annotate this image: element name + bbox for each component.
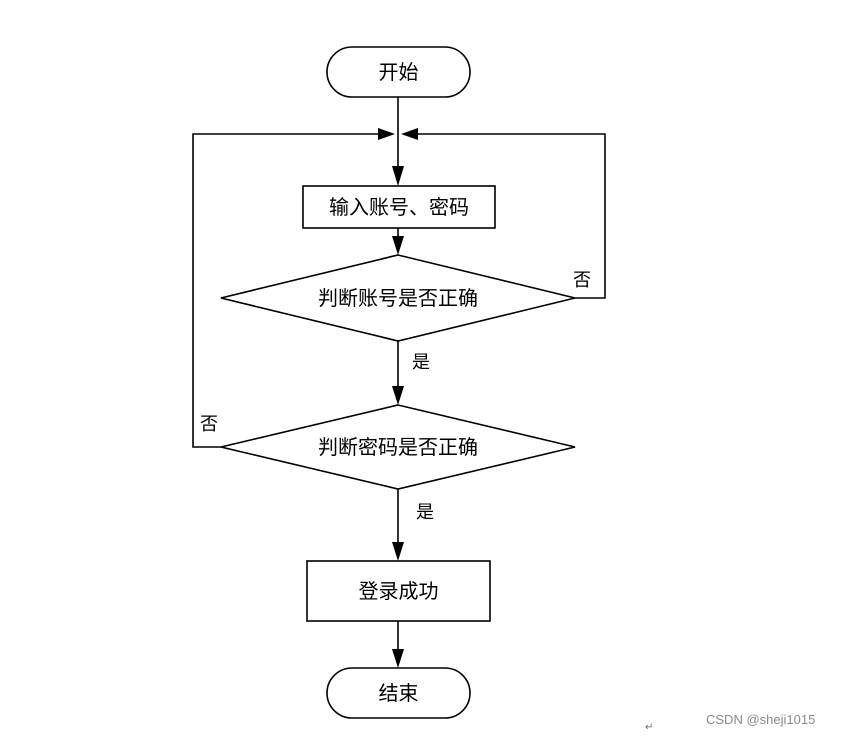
end-node: 结束	[326, 667, 471, 719]
check-password-label: 判断密码是否正确	[318, 435, 478, 459]
arrowhead-success	[392, 542, 404, 561]
check-account-label: 判断账号是否正确	[318, 286, 478, 310]
start-node: 开始	[326, 46, 471, 98]
edge-account-no-loop	[418, 133, 606, 299]
csdn-watermark: CSDN @sheji1015	[706, 712, 816, 727]
paragraph-return-mark: ↵	[645, 722, 654, 733]
arrowhead-left-loop-merge	[378, 128, 395, 140]
check-password-node: 判断密码是否正确	[220, 404, 576, 490]
password-no-label: 否	[200, 414, 218, 435]
account-yes-label: 是	[412, 352, 430, 373]
check-account-node: 判断账号是否正确	[220, 254, 576, 342]
start-label: 开始	[379, 60, 419, 84]
arrowhead-right-loop-merge	[401, 128, 418, 140]
end-label: 结束	[379, 681, 419, 705]
arrowhead-input	[392, 166, 404, 186]
input-label: 输入账号、密码	[329, 195, 469, 219]
arrowhead-check-password	[392, 386, 404, 405]
arrowhead-end	[392, 649, 404, 668]
password-yes-label: 是	[416, 502, 434, 523]
success-label: 登录成功	[359, 579, 439, 603]
arrowhead-check-account	[392, 236, 404, 255]
account-no-label: 否	[573, 270, 591, 291]
input-node: 输入账号、密码	[302, 185, 496, 229]
success-node: 登录成功	[306, 560, 491, 622]
edge-password-no-loop	[192, 133, 378, 448]
